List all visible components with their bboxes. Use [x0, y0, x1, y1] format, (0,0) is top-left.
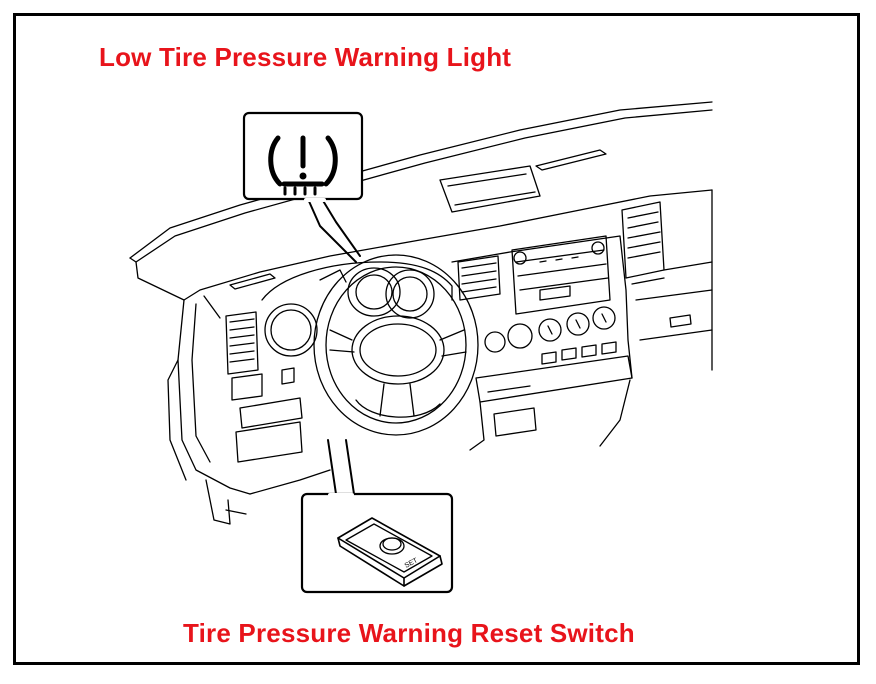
- warning-light-label: Low Tire Pressure Warning Light: [99, 42, 512, 72]
- tpms-icon-dot: [299, 172, 307, 180]
- right-dash-panel: [622, 202, 712, 340]
- steering-wheel: [314, 255, 478, 435]
- reset-switch-label: Tire Pressure Warning Reset Switch: [183, 618, 635, 648]
- center-console: [452, 236, 632, 450]
- instrument-cluster: [262, 262, 452, 356]
- tpms-warning-icon: [271, 138, 336, 194]
- warning-light-callout: [244, 113, 362, 262]
- dashboard-outline: [130, 102, 712, 370]
- reset-switch-callout: SET: [302, 440, 452, 592]
- left-dash-panel: [168, 300, 330, 524]
